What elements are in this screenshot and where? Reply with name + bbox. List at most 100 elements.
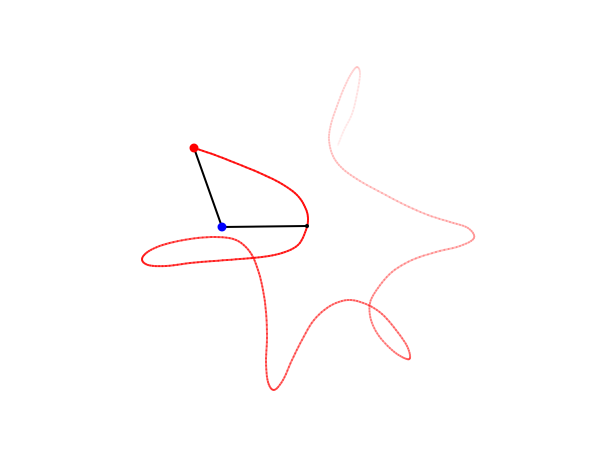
tip-trail-segment	[320, 308, 326, 314]
tip-trail-segment	[356, 300, 362, 303]
tip-trail-segment	[388, 347, 393, 351]
tip-trail-segment	[426, 252, 433, 256]
tip-trail-segment	[372, 324, 376, 330]
tip-trail-segment	[310, 319, 315, 324]
tip-trail-segment	[283, 373, 287, 379]
tip-trail-segment	[351, 69, 355, 74]
tip-trail-segment	[443, 248, 450, 251]
tip-trail-segment	[372, 292, 376, 297]
tip-trail-segment	[373, 307, 378, 311]
tip-trail-segment	[407, 349, 411, 354]
tip-trail-segment	[340, 89, 344, 95]
tip-trail-segment	[328, 144, 332, 150]
tip-trail-segment	[337, 163, 342, 168]
tip-trail-segment	[347, 74, 351, 79]
tip-trail-segment	[377, 284, 381, 289]
tip-trail-segment	[397, 264, 403, 269]
tip-trail-segment	[285, 369, 289, 376]
tip-trail-segment	[391, 349, 396, 353]
tip-trail-segment	[338, 137, 342, 143]
tip-trail-segment	[385, 317, 391, 323]
tip-trail-segment	[370, 319, 373, 324]
tip-trail-segment	[407, 205, 414, 210]
tip-trail-segment	[434, 216, 441, 220]
tip-trail-segment	[439, 248, 446, 252]
tip-trail-segment	[329, 123, 332, 128]
tip-trail-segment	[337, 140, 341, 145]
tip-trail-segment	[451, 246, 458, 250]
tip-trail-segment	[384, 194, 391, 199]
tip-trail-segment	[354, 66, 358, 69]
tip-trail-segment	[275, 385, 280, 390]
tip-trail-segment	[313, 316, 318, 321]
tip-trail-segment	[427, 214, 433, 218]
tip-trail-segment	[370, 305, 376, 310]
tip-trail-segment	[338, 95, 342, 101]
tip-trail-segment	[349, 113, 353, 118]
tip-trail-segment	[375, 287, 379, 292]
pivot-point	[217, 222, 227, 232]
tip-trail-segment	[370, 294, 375, 299]
tip-trail-segment	[468, 228, 473, 233]
tip-trail-segment	[348, 73, 352, 77]
tip-trail-segment	[452, 222, 458, 225]
tip-trail-segment	[381, 192, 387, 196]
tip-trail-segment	[329, 147, 332, 152]
tip-trail-segment	[367, 304, 373, 308]
tip-trail-segment	[344, 123, 348, 129]
tip-trail-segment	[419, 211, 426, 215]
pendulum-arm-upper	[193, 147, 223, 228]
tip-trail-segment	[354, 96, 358, 102]
tip-trail-segment	[355, 178, 361, 182]
tip-trail-segment	[295, 345, 300, 351]
tip-trail-segment	[341, 129, 345, 134]
tip-trail-segment	[353, 99, 357, 106]
tip-trail-segment	[357, 82, 360, 88]
tip-trail-segment	[357, 66, 361, 70]
tip-trail-segment	[449, 221, 455, 224]
tip-trail-segment	[462, 224, 467, 228]
tip-trail-segment	[350, 71, 354, 75]
tip-trail-segment	[315, 313, 320, 319]
tip-trail-segment	[351, 109, 354, 115]
tip-trail-segment	[326, 305, 331, 309]
tip-trail-segment	[388, 271, 393, 276]
tip-trail-segment	[370, 321, 374, 327]
tip-trail-segment	[278, 381, 283, 386]
tip-trail-segment	[330, 117, 334, 123]
tip-trail-segment	[282, 376, 286, 381]
tip-trail-segment	[345, 121, 350, 126]
tip-trail-segment	[464, 225, 469, 229]
tip-trail-segment	[369, 186, 376, 190]
tip-trail-segment	[431, 251, 437, 255]
tip-trail-segment	[430, 215, 437, 219]
tip-trail-segment	[374, 329, 379, 335]
tip-trail-segment	[337, 142, 340, 146]
tip-trail-segment	[286, 366, 290, 372]
tip-trail-segment	[388, 196, 395, 201]
tip-trail-segment	[337, 98, 341, 104]
tip-trail-segment	[344, 170, 349, 175]
tip-trail-segment	[388, 320, 393, 326]
tip-trail-segment	[381, 313, 386, 318]
tip-trail-segment	[404, 204, 410, 208]
tip-trail-segment	[362, 301, 367, 305]
tip-trail-segment	[423, 212, 429, 216]
tip-trail-segment	[330, 152, 334, 157]
tip-trail-segment	[455, 222, 461, 226]
tip-trail-segment	[378, 310, 383, 315]
tip-trail-segment	[397, 331, 402, 337]
tip-trail-segment	[358, 67, 361, 72]
tip-trail-segment	[459, 243, 465, 247]
tip-trail-segment	[343, 126, 347, 131]
tip-trail-segment	[400, 262, 406, 267]
tip-trail-segment	[341, 87, 345, 92]
tip-trail-segment	[348, 115, 352, 121]
tip-trail-segment	[356, 85, 360, 92]
tip-trail-segment	[333, 108, 337, 114]
tip-trail-segment	[352, 106, 355, 112]
tip-trail-segment	[407, 259, 413, 263]
pendulum-tip	[189, 143, 199, 153]
tip-trail-segment	[462, 242, 468, 246]
